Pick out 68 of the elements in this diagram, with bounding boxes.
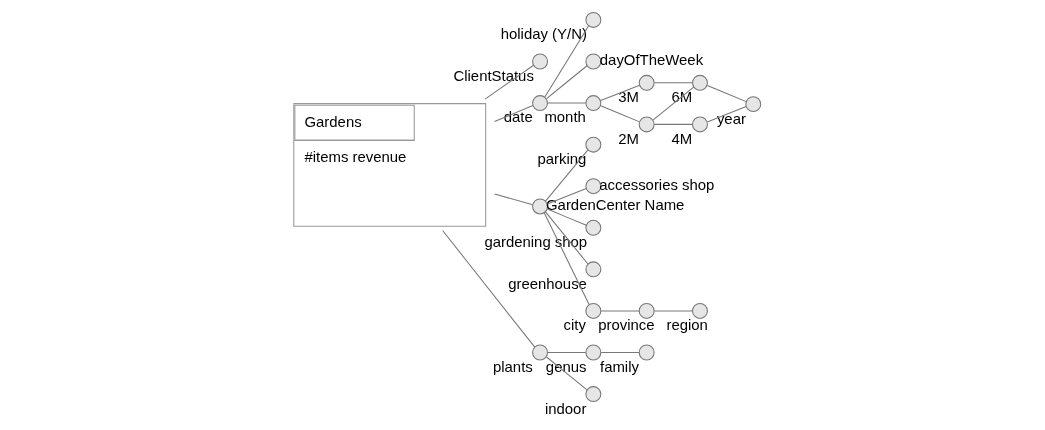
node-circle	[584, 136, 601, 153]
connector	[544, 211, 588, 265]
node-label: date	[503, 108, 533, 126]
connector	[546, 188, 587, 205]
node-circle	[584, 386, 601, 403]
node-label: GardenCenter Name	[545, 195, 684, 213]
connector	[544, 149, 588, 202]
connector	[600, 352, 640, 354]
connector	[545, 65, 588, 100]
connector	[599, 105, 640, 123]
node-circle	[584, 95, 601, 112]
connector	[599, 84, 640, 102]
connector	[653, 310, 693, 312]
node-label: city	[563, 316, 586, 334]
node-label: dayOfTheWeek	[599, 50, 703, 68]
connector	[706, 84, 747, 103]
connector	[652, 86, 694, 121]
node-circle	[531, 53, 548, 70]
node-label: ClientStatus	[453, 66, 534, 84]
node-label: family	[599, 357, 639, 375]
node-label: holiday (Y/N)	[500, 25, 587, 43]
connector	[546, 102, 586, 104]
node-circle	[531, 95, 548, 112]
node-label: province	[597, 316, 655, 334]
node-circle	[584, 261, 601, 278]
node-label: 4M	[670, 129, 692, 147]
node-circle	[638, 74, 655, 91]
node-circle	[638, 116, 655, 133]
node-label: parking	[536, 150, 586, 168]
connector	[543, 25, 589, 98]
connector	[546, 352, 586, 354]
node-label: greenhouse	[507, 274, 587, 292]
node-label: month	[543, 108, 586, 126]
connector	[600, 310, 640, 312]
connector	[545, 356, 588, 391]
node-circle	[584, 344, 601, 361]
node-label: 3M	[617, 88, 639, 106]
node-circle	[584, 11, 601, 28]
node-circle	[744, 96, 761, 113]
connector	[546, 208, 587, 226]
connector	[484, 64, 534, 100]
connector	[653, 123, 693, 125]
node-label: plants	[492, 357, 533, 375]
node-circle	[638, 344, 655, 361]
connector	[706, 105, 747, 123]
node-label: genus	[545, 357, 586, 375]
connector	[441, 230, 535, 348]
node-circle	[638, 302, 655, 319]
node-label: gardening shop	[483, 233, 587, 251]
connector	[493, 105, 533, 123]
node-circle	[584, 53, 601, 70]
node-circle	[691, 74, 708, 91]
node-label: year	[716, 109, 746, 127]
connector	[543, 212, 590, 305]
connector	[493, 193, 533, 206]
connector	[653, 82, 693, 84]
node-label: 2M	[617, 129, 639, 147]
node-circle	[584, 219, 601, 236]
node-label: accessories shop	[598, 175, 714, 193]
node-label: indoor	[544, 399, 586, 417]
node-circle	[531, 344, 548, 361]
node-circle	[691, 116, 708, 133]
node-circle	[584, 178, 601, 195]
node-circle	[584, 302, 601, 319]
node-circle	[531, 198, 548, 215]
node-label: region	[665, 316, 708, 334]
node-circle	[691, 302, 708, 319]
node-label: 6M	[670, 88, 692, 106]
